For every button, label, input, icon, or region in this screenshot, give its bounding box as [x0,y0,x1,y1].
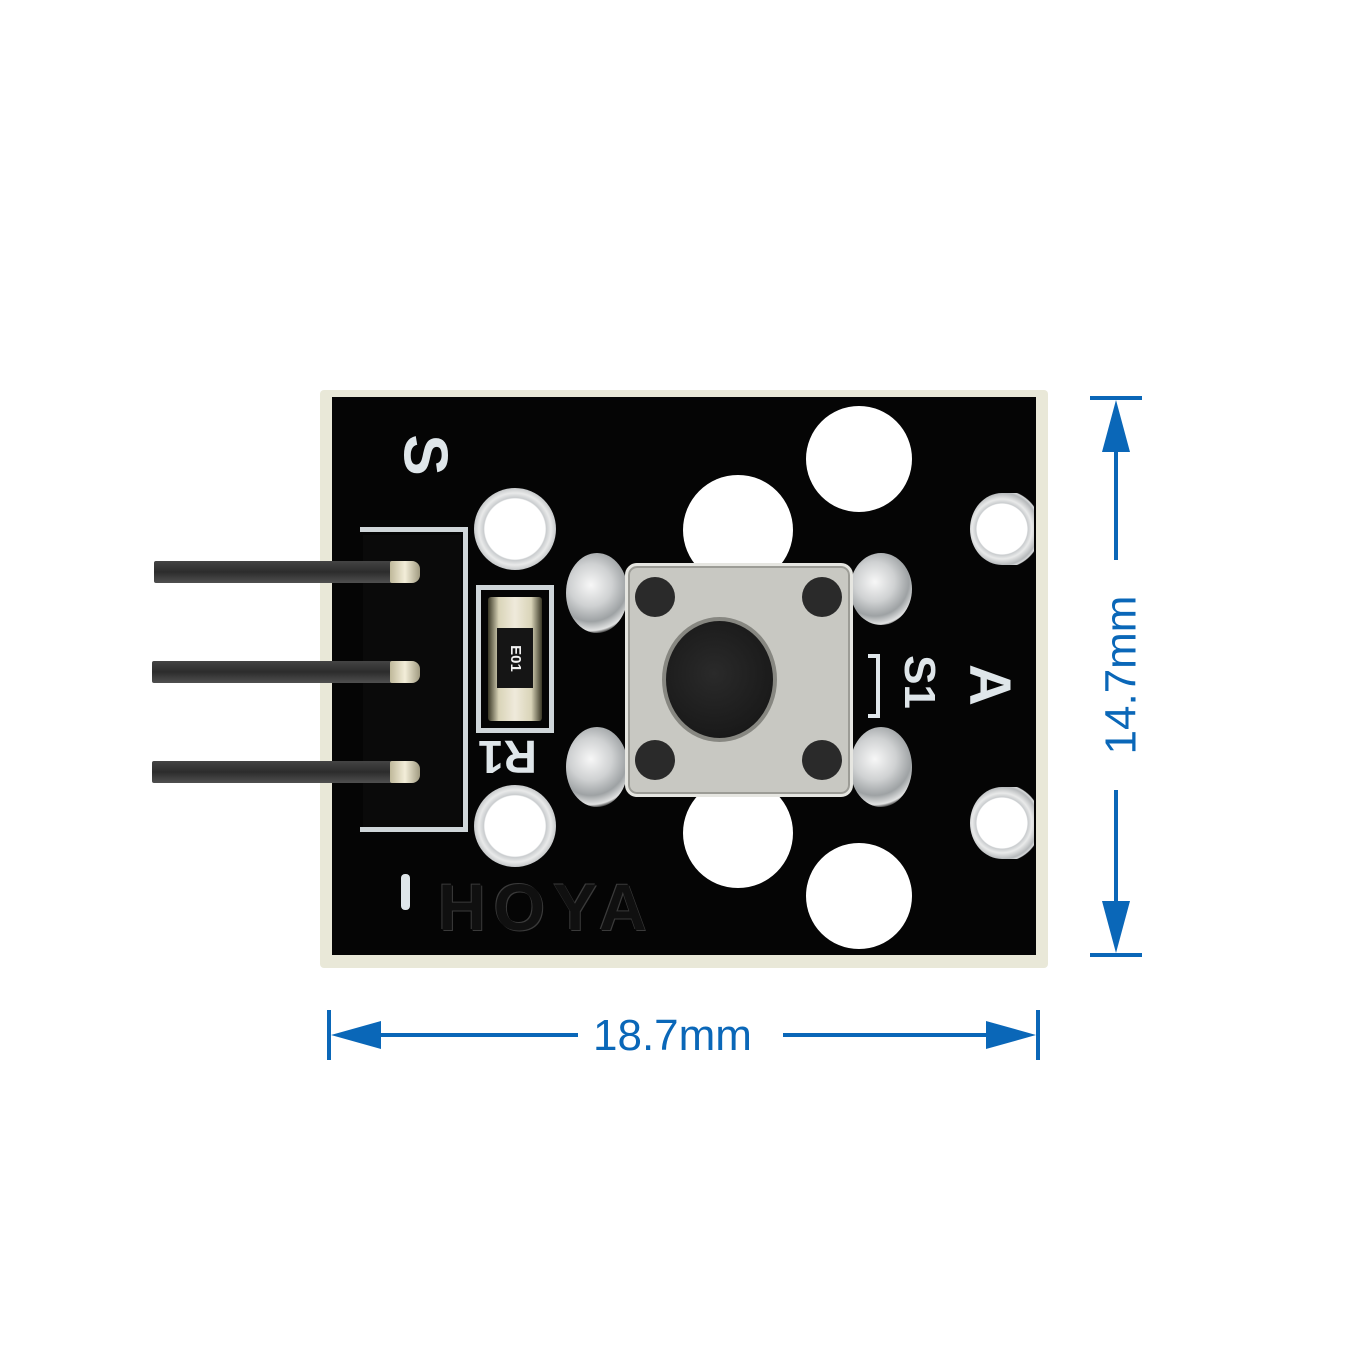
height-dimension-label: 14.7mm [1096,595,1146,755]
arrow-left-icon [331,1021,381,1049]
arrow-up-icon [1102,400,1130,452]
switch-leg [566,553,628,633]
switch-corner-dot [635,577,675,617]
silkscreen-switch-mark: A [956,664,1022,706]
switch-leg [566,727,628,807]
mounting-hole [806,843,912,949]
edge-pad [970,493,1034,565]
silkscreen-switch-bracket [868,654,880,718]
width-dimension-left-tick [327,1010,331,1060]
header-outline [360,527,468,832]
header-pin-tip [390,561,420,583]
header-pin-signal [154,561,394,583]
switch-leg [850,727,912,807]
edge-pad [970,787,1034,859]
header-pin-vcc [152,661,394,683]
height-dimension-line-bottom [1114,790,1118,930]
switch-corner-dot [802,740,842,780]
silkscreen-signal-label: S [390,434,460,476]
arrow-down-icon [1102,901,1130,953]
silkscreen-ground-mark [401,874,410,910]
silkscreen-switch-label: S1 [894,655,944,709]
height-dimension-bottom-tick [1090,953,1142,957]
width-dimension-right-tick [1036,1010,1040,1060]
mounting-pad [474,785,556,867]
mounting-pad [474,488,556,570]
switch-corner-dot [802,577,842,617]
width-dimension-label: 18.7mm [593,1011,752,1060]
resistor-code-marking: E01 [497,628,533,688]
brand-marking: HOYA [438,870,655,944]
width-dimension-line-right [783,1033,1003,1037]
resistor-outline [476,585,554,733]
height-dimension-line-top [1114,420,1118,560]
height-dimension-top-tick [1090,396,1142,400]
header-pin-ground [152,761,394,783]
switch-corner-dot [635,740,675,780]
mounting-hole [806,406,912,512]
header-pin-tip [390,661,420,683]
switch-leg [850,553,912,625]
arrow-right-icon [986,1021,1036,1049]
width-dimension-line-left [350,1033,578,1037]
silkscreen-resistor-label: R1 [478,731,537,783]
push-button-cap[interactable] [662,617,777,742]
header-pin-tip [390,761,420,783]
